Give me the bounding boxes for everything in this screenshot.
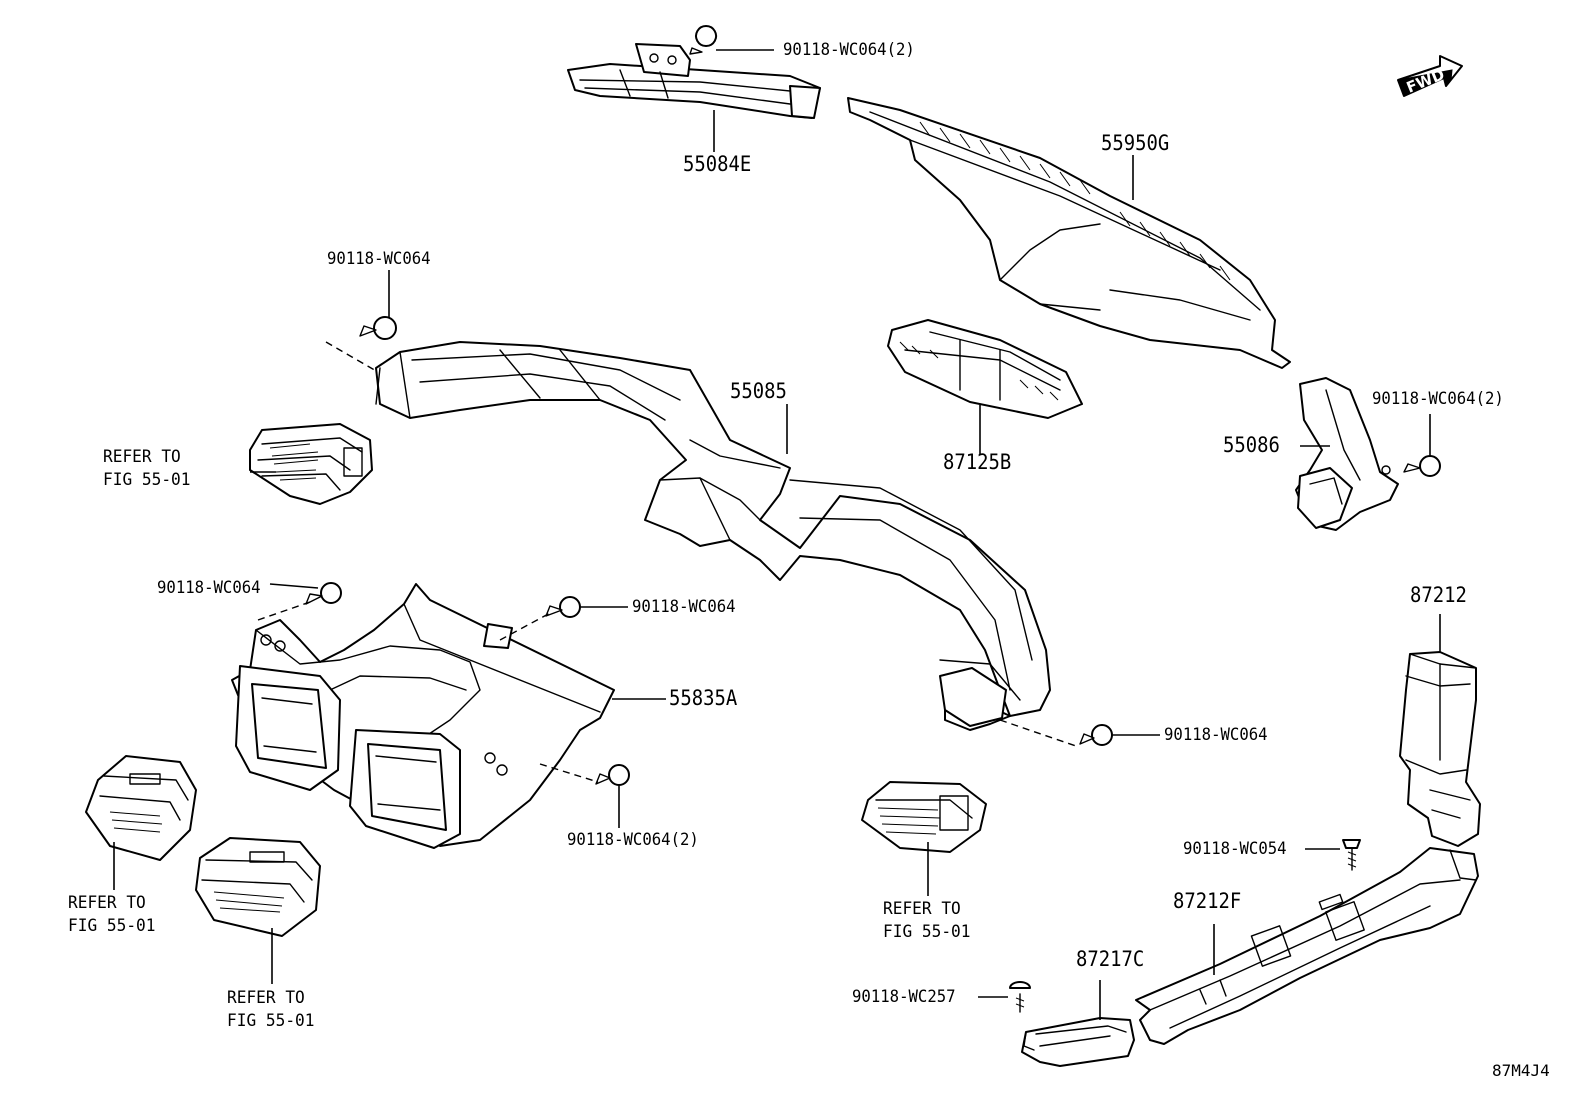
label-refer-center: REFER TO FIG 55-01 [883, 899, 971, 942]
label-screw-right-duct: 90118-WC064 [1164, 725, 1268, 745]
label-screw-left-top: 90118-WC064 [327, 249, 431, 269]
label-screw-center-mid: 90118-WC064 [632, 597, 736, 617]
label-screw-wc257: 90118-WC257 [852, 987, 956, 1007]
part-55086-elbow [1295, 377, 1399, 531]
part-87212-duct [1399, 651, 1481, 847]
label-55084e: 55084E [683, 152, 752, 176]
vent-register-center [861, 781, 987, 853]
label-screw-55086: 90118-WC064(2) [1372, 389, 1504, 409]
label-55835a: 55835A [669, 686, 738, 710]
screw-top [689, 25, 718, 55]
screw-55086 [1403, 455, 1441, 477]
part-55085-duct [375, 341, 1051, 731]
screw-center-low [595, 764, 630, 786]
part-55835a-duct [231, 583, 615, 849]
part-87217c-duct [1021, 1017, 1135, 1067]
screw-right-duct [1079, 724, 1113, 746]
part-87125b [887, 319, 1083, 419]
label-screw-center-low: 90118-WC064(2) [567, 830, 699, 850]
label-screw-top: 90118-WC064(2) [783, 40, 915, 60]
vent-register-lower-left-2 [195, 837, 321, 937]
label-87217c: 87217C [1076, 947, 1145, 971]
label-55950g: 55950G [1101, 131, 1170, 155]
vent-register-lower-left-1 [85, 755, 197, 861]
label-refer-bottom: REFER TO FIG 55-01 [227, 988, 315, 1031]
label-refer-upper-left: REFER TO FIG 55-01 [103, 447, 191, 490]
screw-left-top [359, 316, 397, 340]
screw-left-mid [305, 582, 342, 605]
vent-register-upper-left [249, 423, 373, 505]
label-87212f: 87212F [1173, 889, 1242, 913]
screw-center-mid [545, 596, 581, 618]
label-refer-lower-left: REFER TO FIG 55-01 [68, 893, 156, 936]
label-87125b: 87125B [943, 450, 1012, 474]
part-55950g-duct [847, 97, 1291, 369]
label-87212: 87212 [1410, 583, 1467, 607]
part-55084e-duct [567, 43, 821, 119]
screw-wc257 [1009, 981, 1031, 1013]
screw-wc054 [1342, 839, 1361, 871]
part-87212f-duct [1135, 847, 1479, 1045]
label-55085: 55085 [730, 379, 787, 403]
label-55086: 55086 [1223, 433, 1280, 457]
fwd-arrow-icon [1397, 55, 1463, 97]
label-screw-left-mid: 90118-WC064 [157, 578, 261, 598]
diagram-code: 87M4J4 [1492, 1061, 1550, 1080]
label-screw-wc054: 90118-WC054 [1183, 839, 1287, 859]
